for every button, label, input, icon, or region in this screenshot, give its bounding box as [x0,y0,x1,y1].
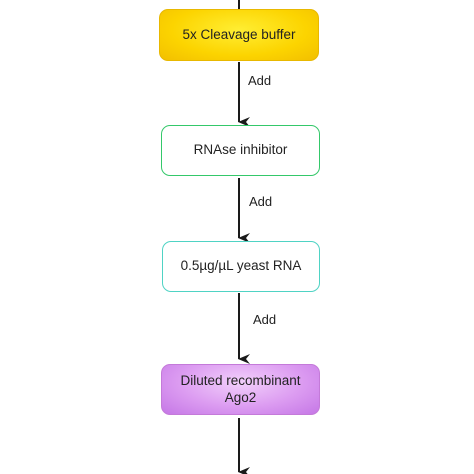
connector-label: Add [248,73,272,88]
step-label: 5x Cleavage buffer [182,26,296,42]
connector-label: Add [249,194,273,209]
connector-label: Add [253,312,277,327]
step-label: RNAse inhibitor [193,142,288,158]
step-ago2: Diluted recombinant Ago2 [161,364,320,415]
step-rnase-inhibitor: RNAse inhibitor [161,125,320,176]
step-label: 0.5µg/µL yeast RNA [180,258,302,274]
step-yeast-rna: 0.5µg/µL yeast RNA [162,241,320,292]
step-cleavage-buffer: 5x Cleavage buffer [159,9,319,61]
step-label: Diluted recombinant Ago2 [180,372,301,405]
